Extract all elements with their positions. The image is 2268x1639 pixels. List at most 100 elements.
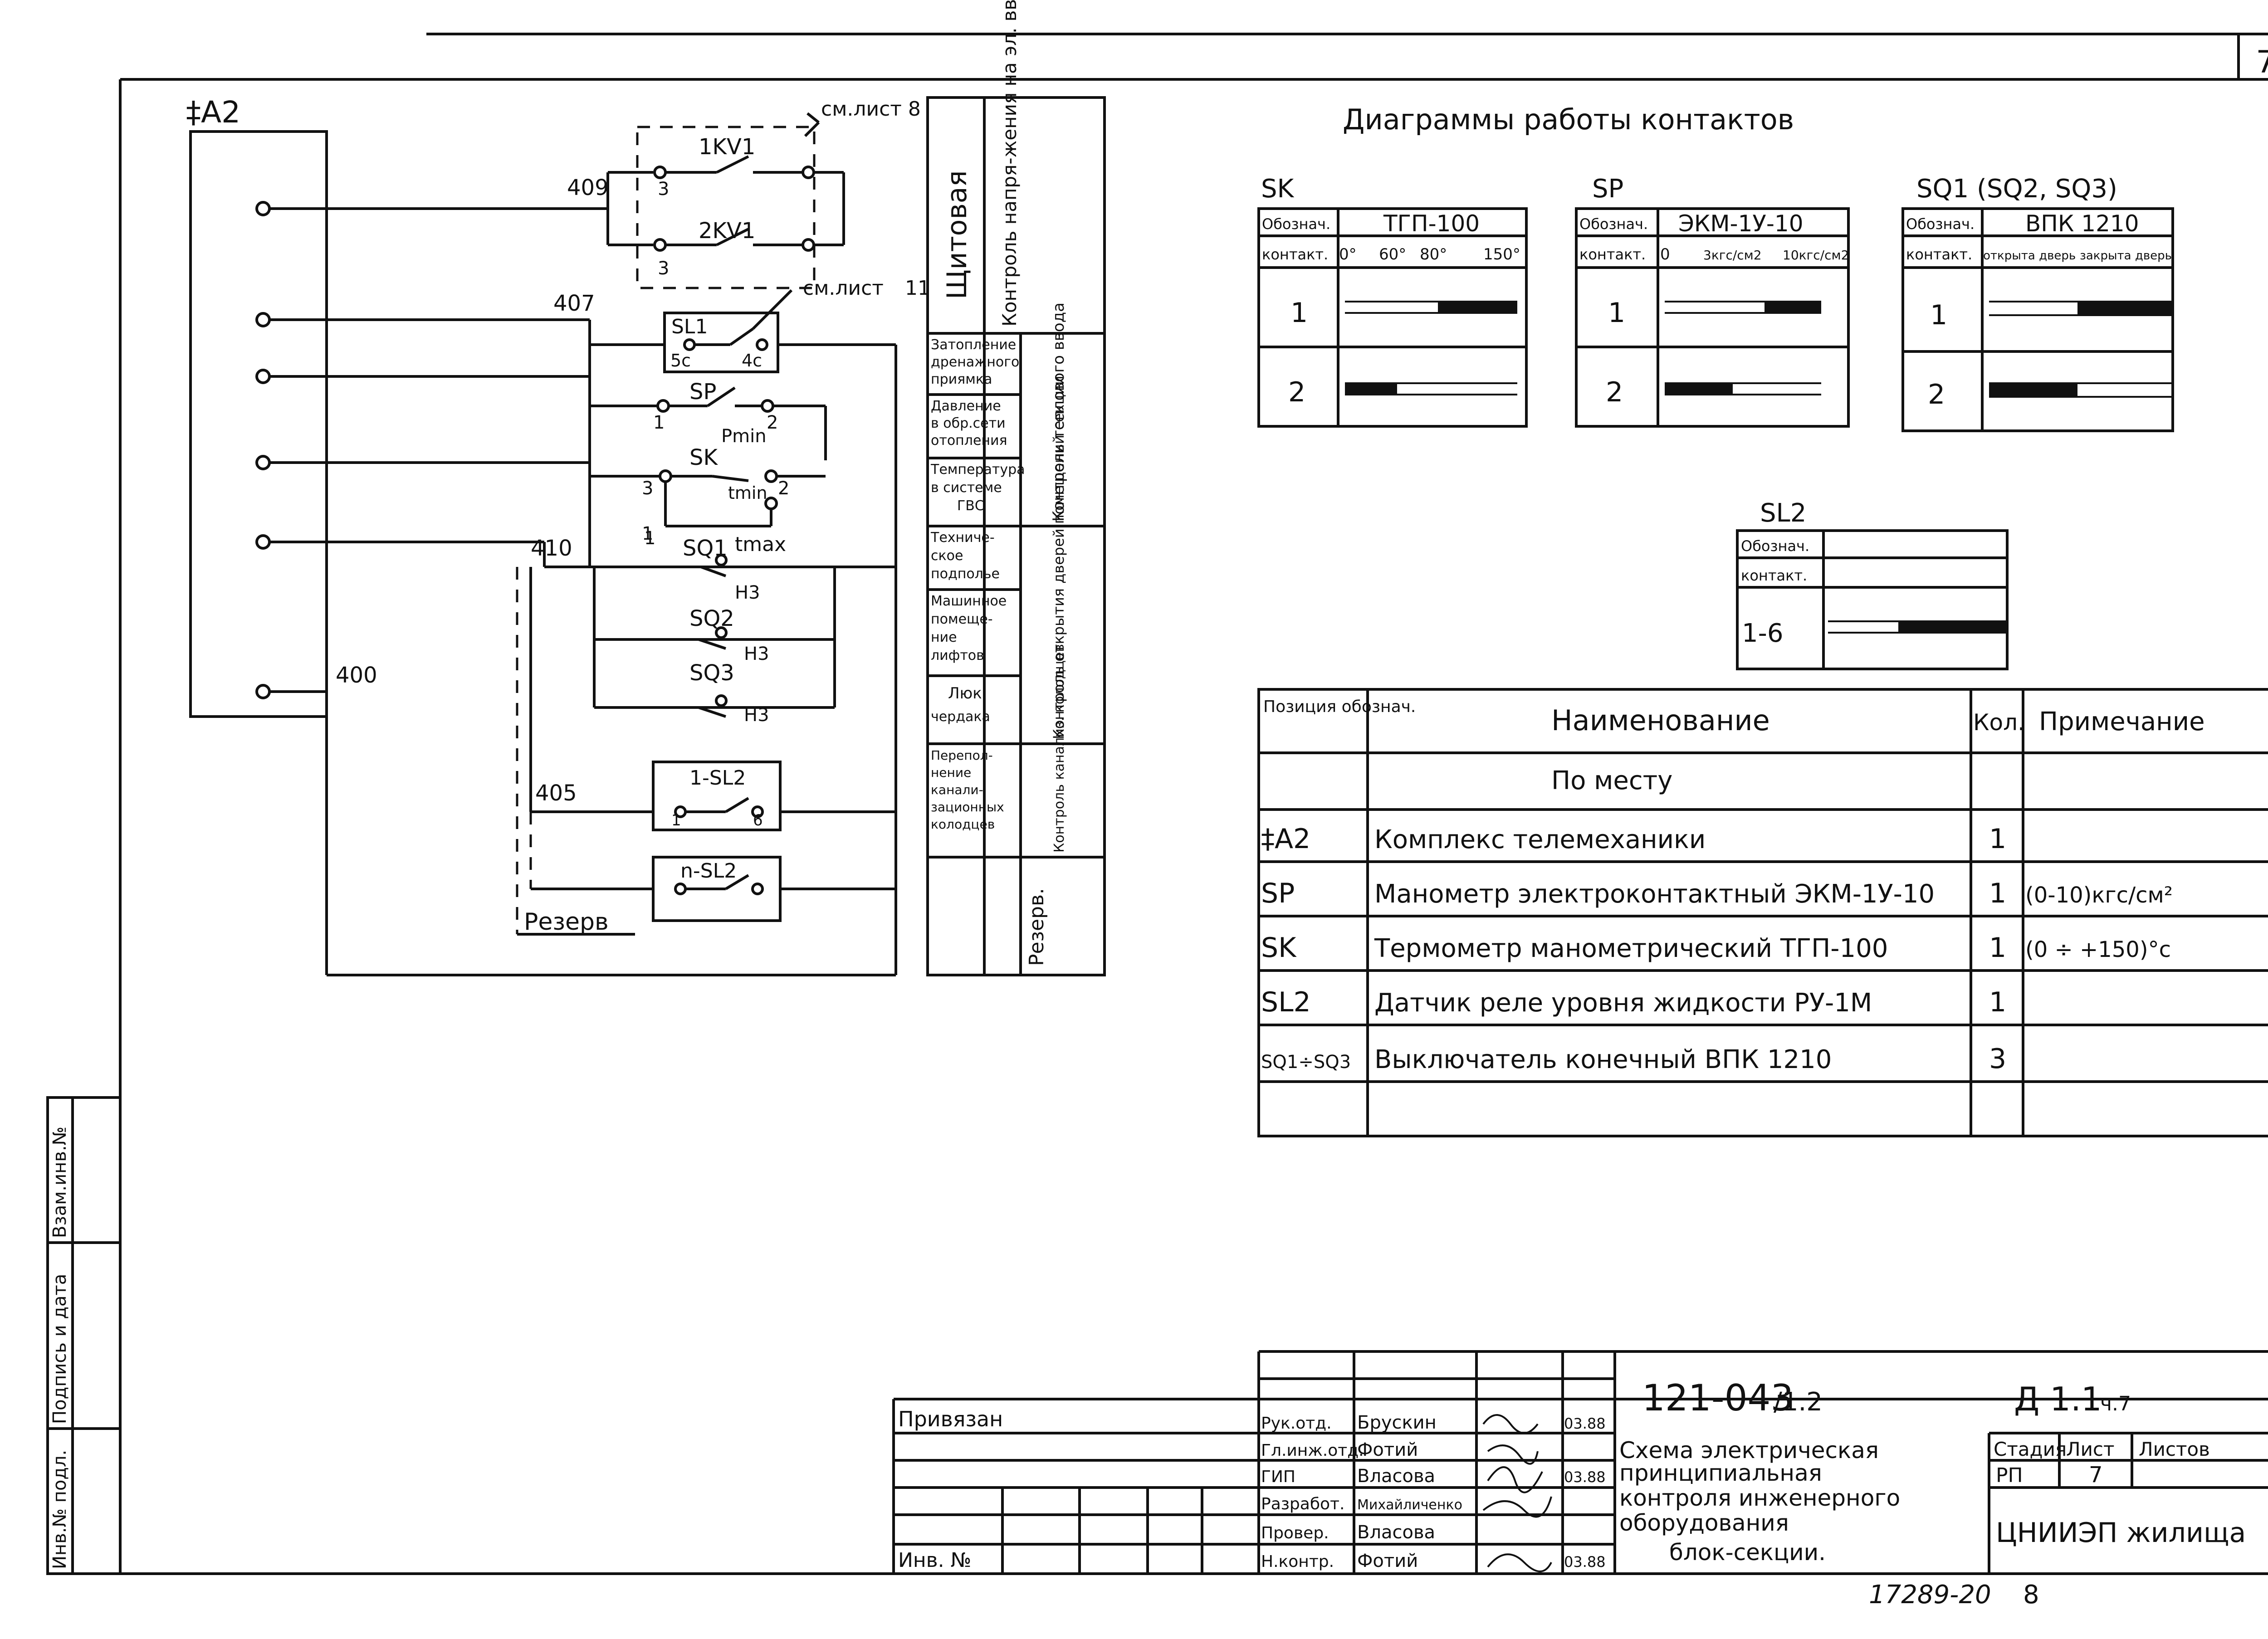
title-block: Привязан Инв. № 121-043 /1.2 Д 1.1 ч.7 С… <box>892 1350 2268 1574</box>
device-box <box>189 130 328 718</box>
sl2-1-pin6: 6 <box>753 811 763 829</box>
label-zatoplenie-1: Затопление <box>931 337 1016 353</box>
sheet-frame: 7 <box>119 33 2268 1575</box>
sp-h2: контакт. <box>1579 246 1646 263</box>
label-shchitovaya: Щитовая <box>941 170 973 299</box>
sl2-n-label: n-SL2 <box>680 859 737 883</box>
sq1-pin1: 1 <box>644 528 655 549</box>
tb-date-5: 03.88 <box>1564 1553 1606 1571</box>
sk-pin1: 1 <box>642 523 653 544</box>
sk-row-2: 2 <box>1288 376 1305 408</box>
device-label: ‡А2 <box>186 95 240 130</box>
tb-role-4: Провер. <box>1261 1524 1329 1542</box>
signature-1 <box>1482 1414 1539 1434</box>
label-kontrol-teplovogo: Контроль теплового ввода <box>1050 302 1068 522</box>
wire-407: 407 <box>553 291 595 316</box>
ref-sheet8: см.лист 8 <box>821 98 921 121</box>
label-davlenie-3: отопления <box>931 433 1007 449</box>
kv-group <box>636 126 816 289</box>
tb-date-0: 03.88 <box>1564 1415 1606 1432</box>
spec-row-1-name: Манометр электроконтактный ЭКМ-1У-10 <box>1374 879 1935 909</box>
spec-h-pos: Позиция обознач. <box>1263 698 1416 716</box>
sl1-pin-a: 5с <box>670 351 691 371</box>
tb-name-1: Фотий <box>1357 1439 1418 1460</box>
sq-h2: контакт. <box>1906 246 1972 263</box>
sq-row-2: 2 <box>1928 379 1945 410</box>
tb-title-line-2: контроля инженерного <box>1619 1485 1900 1511</box>
spec-row-4-pos: SQ1÷SQ3 <box>1261 1052 1351 1073</box>
tmax-label: tmax <box>735 533 786 556</box>
inv-podl-label: Инв.№ подл. <box>49 1450 70 1569</box>
sl2-diagram-label: SL2 <box>1760 498 1806 528</box>
label-zatoplenie-2: дренажного <box>931 354 1019 370</box>
doc-sub: /1.2 <box>1774 1387 1823 1417</box>
sq2-h3: Н3 <box>744 644 769 664</box>
sl2-h2: контакт. <box>1741 567 1807 584</box>
label-kontrol-kanaliz: Контроль канализ. колодцев <box>1051 644 1067 853</box>
tmin-label: tmin <box>728 483 767 503</box>
signature-3 <box>1487 1466 1543 1493</box>
spec-row-3-qty: 1 <box>1989 986 2006 1018</box>
tb-role-5: Н.контр. <box>1261 1552 1334 1571</box>
label-tekhpodpolye-3: подполье <box>931 566 1000 582</box>
sk-row-1: 1 <box>1290 297 1308 329</box>
tb-role-2: ГИП <box>1261 1468 1295 1486</box>
sl2-h1: Обознач. <box>1741 537 1809 555</box>
sq1-h3: Н3 <box>735 582 760 603</box>
tb-name-2: Власова <box>1357 1466 1435 1487</box>
sq-row2-bar <box>1989 383 2077 397</box>
sp-tick-10: 10кгс/см2 <box>1783 248 1849 263</box>
contact-diagrams: Диаграммы работы контактов SK Обознач. к… <box>1257 103 2174 670</box>
vzam-label: Взам.инв.№ <box>49 1127 70 1238</box>
spec-section: По месту <box>1551 766 1672 795</box>
sl2-row1-bar <box>1898 621 2007 633</box>
page-number: 7 <box>2256 44 2268 80</box>
side-stamp: Инв.№ подл. Подпись и дата Взам.инв.№ <box>46 1096 122 1575</box>
sk-label: SK <box>689 445 718 470</box>
sp-pin1: 1 <box>653 412 665 433</box>
spec-row-1-note: (0-10)кгс/см² <box>2025 883 2173 908</box>
tb-name-5: Фотий <box>1357 1551 1418 1571</box>
sp-row-1: 1 <box>1608 297 1625 329</box>
tb-title-line-4: блок-секции. <box>1669 1539 1826 1566</box>
schematic: ‡А2 409 1KV1 3 2KV1 3 <box>186 95 930 976</box>
sl2-1-pin1: 1 <box>671 811 681 829</box>
sk-h2: контакт. <box>1262 246 1328 263</box>
privyazan-label: Привязан <box>898 1407 1003 1431</box>
footer-page: 8 <box>2023 1580 2039 1610</box>
wire-410: 410 <box>531 536 572 561</box>
tb-role-1: Гл.инж.отд. <box>1261 1441 1364 1460</box>
sq-diagram-label: SQ1 (SQ2, SQ3) <box>1916 174 2117 204</box>
tb-role-3: Разработ. <box>1261 1495 1344 1513</box>
wire-400: 400 <box>336 663 377 688</box>
sheet-header: Лист <box>2066 1438 2114 1460</box>
title-block-title: Схема электрическаяпринципиальнаяконтрол… <box>1619 1437 1900 1566</box>
sl2-row-1: 1-6 <box>1742 619 1783 648</box>
sk-tick-60: 60° <box>1379 245 1406 263</box>
spec-row-2-name: Термометр манометрический ТГП-100 <box>1374 934 1888 963</box>
sk-pin2: 2 <box>778 478 789 499</box>
sheet-value: 7 <box>2089 1462 2103 1488</box>
label-lyuk-2: чердака <box>931 709 990 725</box>
label-kontrol-dverey: Контроль открытия дверей помещений секци… <box>1050 376 1067 739</box>
ref-11: 11 <box>905 277 930 300</box>
tb-title-line-1: принципиальная <box>1619 1460 1822 1486</box>
sl1-pin-b: 4с <box>742 351 762 371</box>
sk-tick-0: 0° <box>1339 245 1357 263</box>
sq-h1: Обознач. <box>1906 215 1975 233</box>
sp-h1: Обознач. <box>1579 215 1648 233</box>
reserve-label: Резерв <box>524 908 609 936</box>
label-perepolnenie-5: колодцев <box>931 817 995 832</box>
sq3-label: SQ3 <box>689 660 734 686</box>
footer-code: 17289-20 <box>1869 1580 1991 1610</box>
sp-row2-bar <box>1665 383 1733 395</box>
sl1-label: SL1 <box>671 315 708 338</box>
signature-2 <box>1487 1444 1539 1465</box>
label-mashinnoe-3: ние <box>931 629 957 645</box>
label-temperatura-2: в системе <box>931 480 1002 496</box>
doc-part: Д 1.1 <box>2014 1380 2102 1418</box>
sp-device: ЭКМ-1У-10 <box>1678 210 1804 237</box>
sheets-header: Листов <box>2139 1438 2210 1460</box>
sq-row-1: 1 <box>1930 299 1947 331</box>
spec-row-1-qty: 1 <box>1989 878 2006 909</box>
